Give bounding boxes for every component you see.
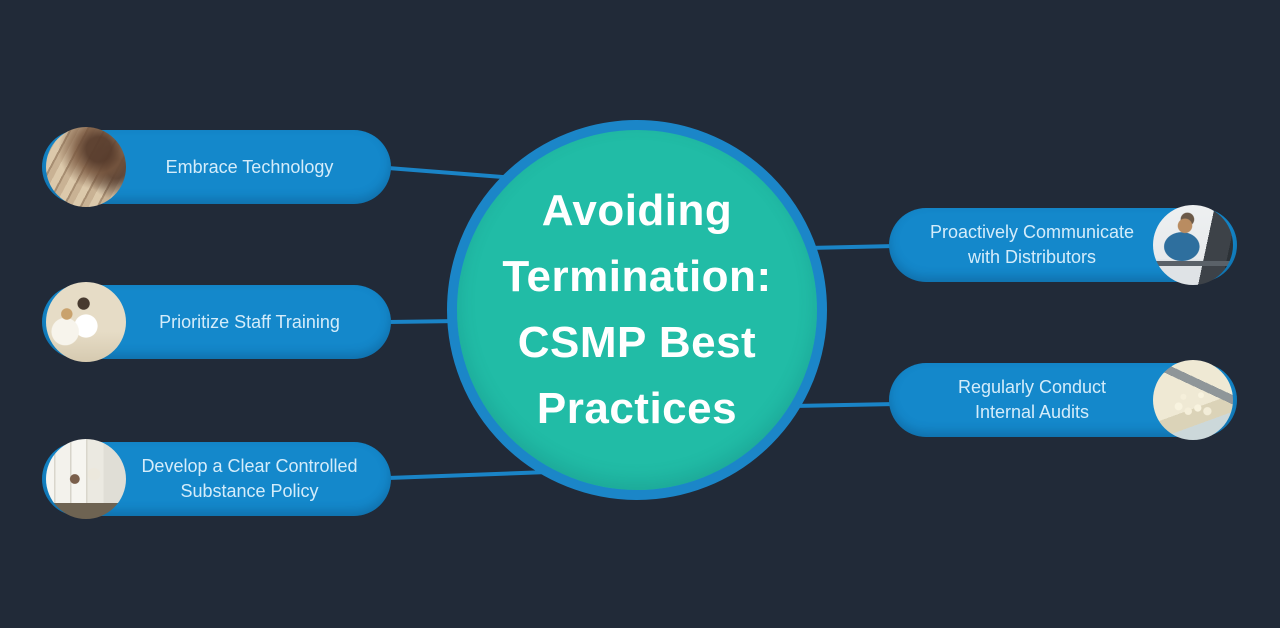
bright-office-meeting-room-photo (46, 439, 126, 519)
staff-in-white-coats-training-photo (46, 282, 126, 362)
central-topic-circle: Avoiding Termination: CSMP Best Practice… (447, 120, 827, 500)
node-pill-embrace-technology: Embrace Technology (42, 127, 391, 207)
node-label: Proactively Communicate with Distributor… (929, 222, 1135, 267)
node-pill-prioritize-staff-training: Prioritize Staff Training (42, 282, 391, 362)
node-label: Develop a Clear Controlled Substance Pol… (141, 456, 358, 501)
person-on-phone-at-desk-photo (1153, 205, 1233, 285)
node-pill-regularly-conduct-internal-audits: Regularly Conduct Internal Audits (889, 360, 1237, 440)
connector-line (387, 166, 516, 180)
hands-typing-on-laptop-keyboard-photo (46, 127, 126, 207)
pill-counting-tray-photo (1153, 360, 1233, 440)
node-pill-develop-controlled-substance-policy: Develop a Clear Controlled Substance Pol… (42, 439, 391, 519)
node-pill-proactively-communicate-distributors: Proactively Communicate with Distributor… (889, 205, 1237, 285)
page-title: Avoiding Termination: CSMP Best Practice… (502, 186, 772, 433)
connector-line (387, 470, 549, 480)
node-label: Regularly Conduct Internal Audits (957, 377, 1107, 422)
node-label: Prioritize Staff Training (159, 311, 340, 332)
connector-line (792, 402, 896, 408)
connector-line (807, 244, 896, 250)
node-label: Embrace Technology (165, 156, 334, 177)
